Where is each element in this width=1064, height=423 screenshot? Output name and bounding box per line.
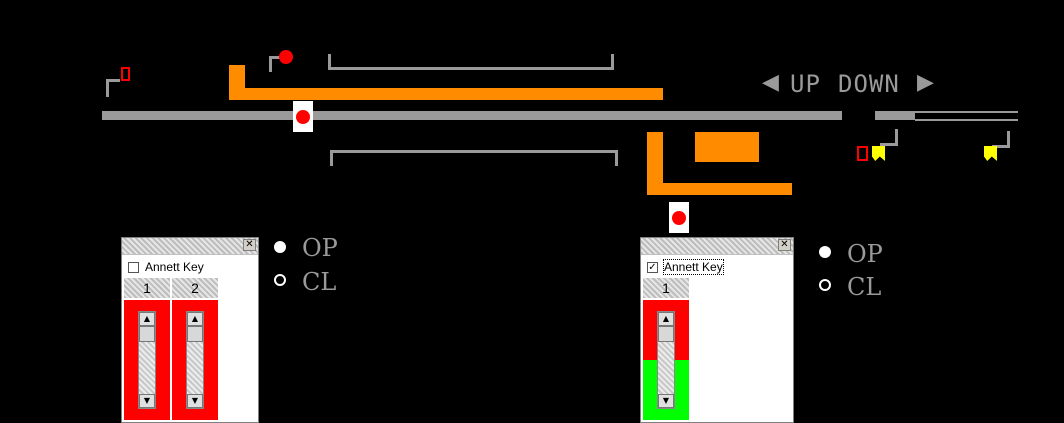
scroll-up-icon[interactable]: ▲ — [187, 312, 203, 326]
cl-radio-right[interactable] — [819, 279, 831, 291]
op-cl-indicator-right: OP CL — [817, 240, 897, 304]
lever-2[interactable]: 2 ▲ ▼ — [172, 278, 218, 422]
direction-control: ◀ UP DOWN ▶ — [762, 70, 942, 100]
panel-title-bar[interactable]: ✕ — [122, 238, 258, 255]
lever-scrollbar[interactable]: ▲ ▼ — [186, 311, 204, 409]
up-label[interactable]: UP — [790, 70, 821, 98]
scroll-up-icon[interactable]: ▲ — [139, 312, 155, 326]
lever-number: 2 — [172, 278, 218, 298]
scroll-up-icon[interactable]: ▲ — [658, 312, 674, 326]
signal-lamp-upper[interactable] — [279, 50, 293, 64]
signal-post-east-2 — [992, 131, 1010, 148]
scroll-thumb[interactable] — [658, 326, 674, 342]
scroll-thumb[interactable] — [187, 326, 203, 342]
op-label-right: OP — [847, 240, 883, 268]
lever-scrollbar[interactable]: ▲ ▼ — [138, 311, 156, 409]
panel-title-bar[interactable]: ✕ — [641, 238, 793, 255]
signal-post-west — [106, 79, 120, 97]
lever-1[interactable]: 1 ▲ ▼ — [643, 278, 689, 422]
lower-siding-track[interactable] — [330, 150, 618, 166]
signal-head-west[interactable] — [121, 67, 130, 81]
occupied-track-lower[interactable] — [647, 183, 792, 195]
signal-box-main[interactable] — [293, 101, 313, 132]
down-label[interactable]: DOWN — [838, 70, 900, 98]
lever-number: 1 — [124, 278, 170, 298]
occupied-track-upper[interactable] — [229, 88, 663, 100]
lever-scrollbar[interactable]: ▲ ▼ — [657, 311, 675, 409]
main-track-east-thin-lower[interactable] — [915, 119, 1018, 121]
scroll-thumb[interactable] — [139, 326, 155, 342]
op-radio-right[interactable] — [819, 246, 831, 258]
signal-head-east-caution-2[interactable] — [984, 146, 997, 161]
signal-lamp-main — [296, 110, 310, 124]
lever-panel-left: ✕ Annett Key 1 ▲ ▼ 2 ▲ ▼ — [121, 237, 259, 423]
op-radio-left[interactable] — [274, 241, 286, 253]
annett-key-checkbox[interactable]: ✓ — [647, 262, 658, 273]
cl-label-right: CL — [847, 273, 882, 301]
close-icon[interactable]: ✕ — [778, 239, 791, 251]
scroll-down-icon[interactable]: ▼ — [187, 394, 203, 408]
occupied-track-lower-vertical[interactable] — [647, 132, 663, 195]
annett-key-checkbox[interactable] — [128, 262, 139, 273]
cl-label-left: CL — [302, 268, 337, 296]
signal-post-east-1 — [880, 129, 898, 146]
signal-head-east-caution[interactable] — [872, 146, 885, 161]
signal-post-upper — [269, 56, 281, 72]
signal-box-lower[interactable] — [669, 202, 689, 233]
main-track[interactable] — [102, 111, 842, 120]
main-track-east-thin[interactable] — [915, 111, 1018, 113]
cl-radio-left[interactable] — [274, 274, 286, 286]
lever-number: 1 — [643, 278, 689, 298]
down-arrow-icon[interactable]: ▶ — [917, 70, 934, 95]
op-label-left: OP — [302, 234, 338, 262]
scroll-down-icon[interactable]: ▼ — [658, 394, 674, 408]
scroll-down-icon[interactable]: ▼ — [139, 394, 155, 408]
main-track-east[interactable] — [875, 111, 915, 120]
annett-key-label: Annett Key — [663, 259, 724, 275]
up-arrow-icon[interactable]: ◀ — [762, 70, 779, 95]
signal-head-east-danger[interactable] — [857, 146, 868, 161]
close-icon[interactable]: ✕ — [243, 239, 256, 251]
op-cl-indicator-left: OP CL — [272, 234, 352, 298]
lever-1[interactable]: 1 ▲ ▼ — [124, 278, 170, 422]
occupied-block[interactable] — [695, 132, 759, 162]
lever-panel-right: ✕ ✓ Annett Key 1 ▲ ▼ — [640, 237, 794, 423]
upper-siding-track[interactable] — [328, 54, 614, 70]
annett-key-label: Annett Key — [145, 260, 204, 274]
signal-lamp-lower — [672, 211, 686, 225]
